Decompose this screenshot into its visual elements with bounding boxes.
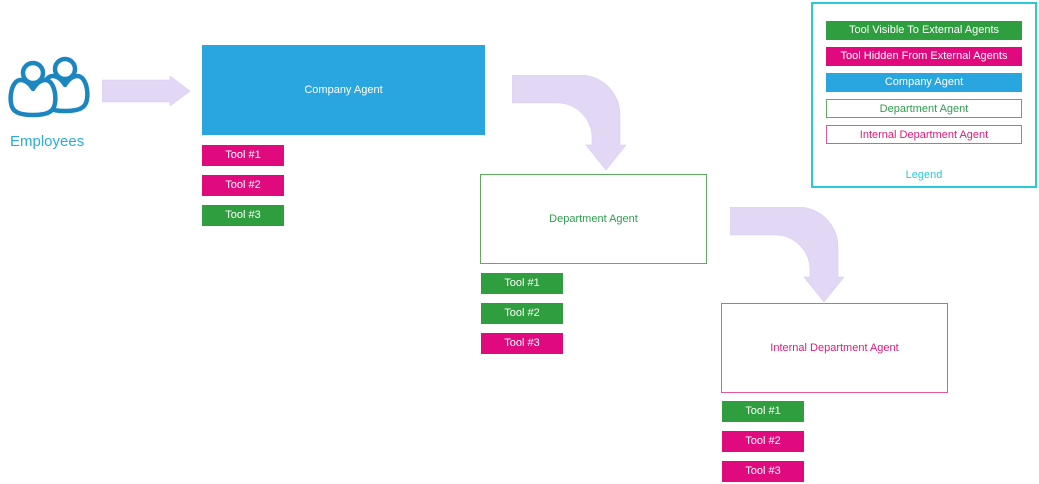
department-tool-1: Tool #1 (481, 273, 563, 294)
legend-item-internal-department-agent: Internal Department Agent (826, 125, 1022, 144)
company-tool-3: Tool #3 (202, 205, 284, 226)
company-agent-label: Company Agent (304, 84, 383, 96)
arrow-company-to-department (512, 75, 626, 170)
department-agent-box: Department Agent (480, 174, 707, 264)
company-tool-2: Tool #2 (202, 175, 284, 196)
company-tool-1: Tool #1 (202, 145, 284, 166)
internal-tool-2: Tool #2 (722, 431, 804, 452)
department-tool-3: Tool #3 (481, 333, 563, 354)
legend-panel: Tool Visible To External Agents Tool Hid… (811, 2, 1037, 188)
company-agent-box: Company Agent (202, 45, 485, 135)
legend-title: Legend (905, 169, 943, 181)
arrow-employees-to-company (102, 76, 190, 106)
legend-item-company-agent: Company Agent (826, 73, 1022, 92)
arrow-department-to-internal (730, 207, 844, 302)
department-tool-2: Tool #2 (481, 303, 563, 324)
legend-item-tool-visible: Tool Visible To External Agents (826, 21, 1022, 40)
legend-item-department-agent: Department Agent (826, 99, 1022, 118)
internal-department-agent-label: Internal Department Agent (770, 342, 899, 354)
internal-department-agent-box: Internal Department Agent (721, 303, 948, 393)
employees-label: Employees (10, 133, 85, 150)
legend-item-tool-hidden: Tool Hidden From External Agents (826, 47, 1022, 66)
employees-icon (8, 56, 90, 118)
internal-tool-3: Tool #3 (722, 461, 804, 482)
legend-items: Tool Visible To External Agents Tool Hid… (813, 4, 1035, 144)
internal-tool-1: Tool #1 (722, 401, 804, 422)
department-agent-label: Department Agent (549, 213, 638, 225)
